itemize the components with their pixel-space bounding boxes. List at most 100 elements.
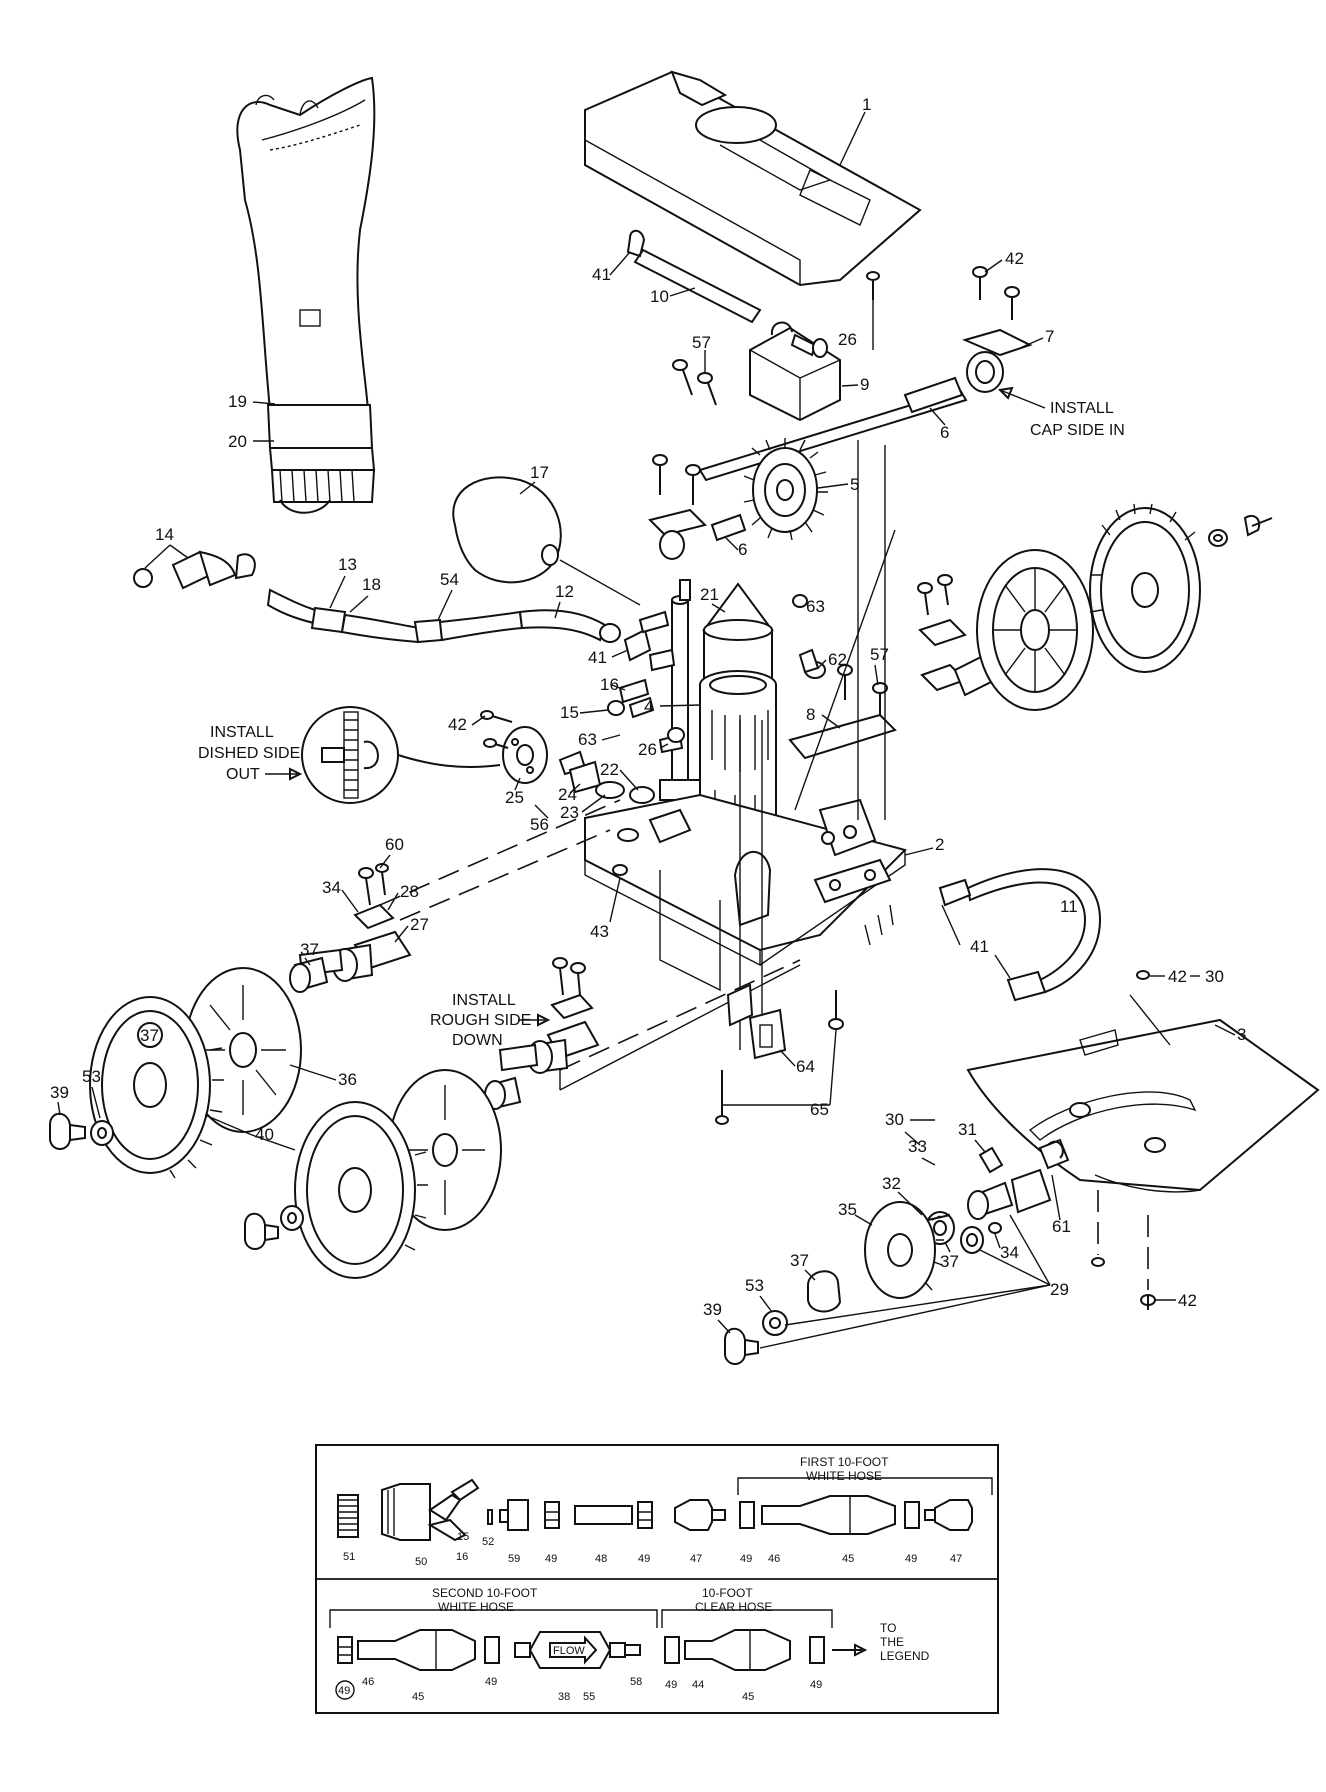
- callout-32: 32: [882, 1174, 901, 1193]
- legend-row1-label-49a: 49: [545, 1553, 557, 1565]
- callout-54: 54: [440, 570, 459, 589]
- legend-row1-label-49b: 49: [638, 1553, 650, 1565]
- callout-64: 64: [796, 1057, 815, 1076]
- legend-flow-label: FLOW: [553, 1645, 585, 1657]
- callout-37-right: 37: [940, 1252, 959, 1271]
- callout-13: 13: [338, 555, 357, 574]
- legend-clear-hose-line1: 10-FOOT: [702, 1586, 753, 1600]
- legend-row2-label-49a: 49: [338, 1685, 350, 1697]
- callout-22: 22: [600, 760, 619, 779]
- legend-row1-label-49c: 49: [740, 1553, 752, 1565]
- callout-41-low: 41: [970, 937, 989, 956]
- legend-first-hose-line1: FIRST 10-FOOT: [800, 1455, 889, 1469]
- callout-31: 31: [958, 1120, 977, 1139]
- callout-40: 40: [255, 1125, 274, 1144]
- left-wheel-cap-39: [49, 1112, 114, 1150]
- callout-23: 23: [560, 803, 579, 822]
- callout-65: 65: [810, 1100, 829, 1119]
- callout-42-bottom: 42: [1178, 1291, 1197, 1310]
- note-rough-line2: ROUGH SIDE: [430, 1012, 531, 1029]
- callout-39-right: 39: [703, 1300, 722, 1319]
- legend-to-line3: LEGEND: [880, 1649, 930, 1663]
- callout-17: 17: [530, 463, 549, 482]
- callout-42-tray: 42: [1168, 967, 1187, 986]
- callout-63-left: 63: [578, 730, 597, 749]
- callout-16: 16: [600, 675, 619, 694]
- callout-29: 29: [1050, 1280, 1069, 1299]
- plate-8: [788, 664, 897, 760]
- callout-27: 27: [410, 915, 429, 934]
- callout-20: 20: [228, 432, 247, 451]
- legend-second-hose-line1: SECOND 10-FOOT: [432, 1586, 538, 1600]
- note-rough-line3: DOWN: [452, 1032, 503, 1049]
- legend-row1-label-47a: 47: [690, 1553, 702, 1565]
- callout-25: 25: [505, 788, 524, 807]
- callout-61: 61: [1052, 1217, 1071, 1236]
- callout-57-right: 57: [870, 645, 889, 664]
- u-hose-11: [938, 868, 1102, 1002]
- legend-row1-label-47b: 47: [950, 1553, 962, 1565]
- callout-12: 12: [555, 582, 574, 601]
- callout-11: 11: [1060, 897, 1078, 916]
- callout-30-tray: 30: [1205, 967, 1224, 986]
- legend-row2-label-49d: 49: [810, 1679, 822, 1691]
- note-dished-line3: OUT: [226, 766, 260, 783]
- legend-row2-label-58: 58: [630, 1676, 642, 1688]
- callout-43: 43: [590, 922, 609, 941]
- note-dished-line2: DISHED SIDE: [198, 745, 300, 762]
- callout-8: 8: [806, 705, 815, 724]
- callout-34-left: 34: [322, 878, 341, 897]
- top-cover: [584, 70, 922, 287]
- front-right-wheel-pair: [976, 503, 1273, 711]
- callout-41-mid: 41: [588, 648, 607, 667]
- callout-6-right: 6: [940, 423, 949, 442]
- legend-to-line1: TO: [880, 1621, 896, 1635]
- legend-row1-label-51: 51: [343, 1551, 355, 1563]
- callout-18: 18: [362, 575, 381, 594]
- callout-36: 36: [338, 1070, 357, 1089]
- legend-row1-label-59: 59: [508, 1553, 520, 1565]
- callout-34-right: 34: [1000, 1243, 1019, 1262]
- screws-57: [672, 359, 717, 406]
- legend-row2-label-49b: 49: [485, 1676, 497, 1688]
- rough-bracket: [498, 957, 801, 1091]
- callout-26-top: 26: [838, 330, 857, 349]
- legend-row1-label-49d: 49: [905, 1553, 917, 1565]
- callout-33: 33: [908, 1137, 927, 1156]
- callout-42-mid: 42: [448, 715, 467, 734]
- callout-53-left: 53: [82, 1067, 101, 1086]
- callout-57-top: 57: [692, 333, 711, 352]
- float-17: [452, 476, 562, 584]
- callout-14: 14: [155, 525, 174, 544]
- front-left-cap: [244, 1205, 304, 1250]
- callout-63-right: 63: [806, 597, 825, 616]
- right-rear-axle: [724, 1138, 1070, 1365]
- front-left-wheels: [294, 1069, 522, 1279]
- legend-row1-label-46: 46: [768, 1553, 780, 1565]
- callout-21: 21: [700, 585, 719, 604]
- legend-row1-label-16: 16: [456, 1551, 468, 1563]
- note-cap-side-in-line1: INSTALL: [1050, 400, 1114, 417]
- callout-60: 60: [385, 835, 404, 854]
- callout-30-axle: 30: [885, 1110, 904, 1129]
- callout-9: 9: [860, 375, 869, 394]
- axle-rod-10: [626, 229, 762, 324]
- callout-53-right: 53: [745, 1276, 764, 1295]
- hose-legend-box: FIRST 10-FOOT WHITE HOSE 51 50 15 16 52 …: [315, 1444, 999, 1714]
- legend-row1-label-52: 52: [482, 1536, 494, 1548]
- callout-39-left: 39: [50, 1083, 69, 1102]
- legend-row1-label-48: 48: [595, 1553, 607, 1565]
- callout-41-top: 41: [592, 265, 611, 284]
- legend-row2-label-46: 46: [362, 1676, 374, 1688]
- bearing-mount-7: [962, 266, 1033, 393]
- callout-4: 4: [644, 697, 653, 716]
- callout-10: 10: [650, 287, 669, 306]
- callout-37-circled: 37: [140, 1026, 159, 1045]
- legend-to-line2: THE: [880, 1635, 904, 1649]
- legend-row1-label-15: 15: [457, 1531, 469, 1543]
- callout-6-left: 6: [738, 540, 747, 559]
- callout-1: 1: [862, 95, 871, 114]
- legend-first-hose-line2: WHITE HOSE: [806, 1469, 882, 1483]
- left-axle-bracket: [298, 863, 412, 982]
